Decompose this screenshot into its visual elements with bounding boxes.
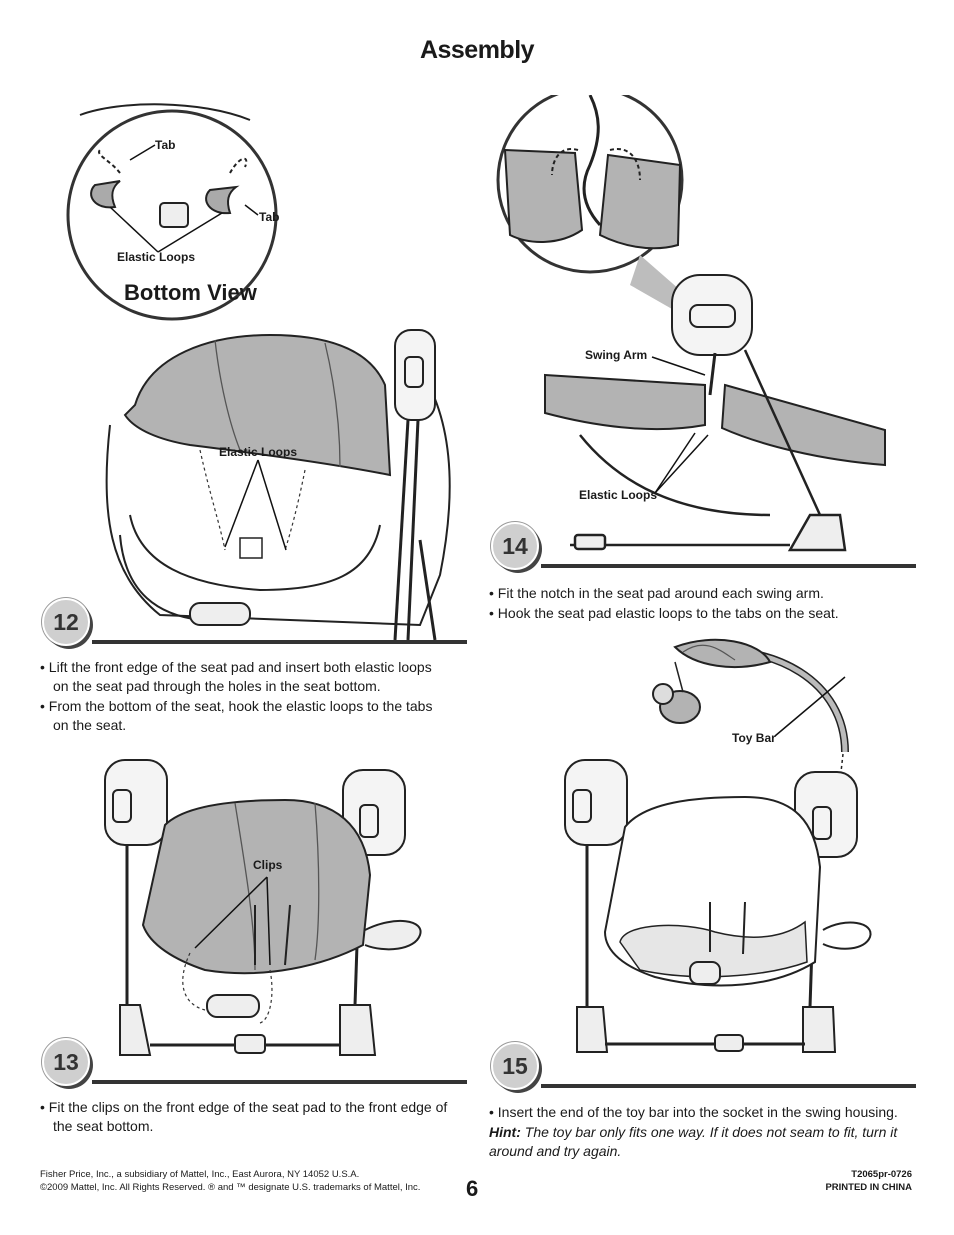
inset-title-bottom-view: Bottom View [124,280,257,305]
hint-text: The toy bar only fits one way. If it doe… [489,1124,898,1159]
step-14-rule [541,564,916,568]
label-tab-right: Tab [259,210,280,224]
figure-15-illustration [564,638,872,1053]
footer-copyright-line: ©2009 Mattel, Inc. All Rights Reserved. … [40,1182,421,1193]
figure-14-illustration [496,95,886,552]
step-number-14: 14 [491,522,539,570]
label-elastic-loops-inset: Elastic Loops [117,250,196,264]
step-14-bullet: Fit the notch in the seat pad around eac… [489,584,909,603]
label-swing-arm: Swing Arm [585,348,648,362]
footer-printed-in: PRINTED IN CHINA [825,1182,912,1193]
step-15-header: 15 [491,1042,916,1090]
step-number-12: 12 [42,598,90,646]
step-12-bullet: From the bottom of the seat, hook the el… [40,697,450,735]
footer-right: T2065pr-0726 PRINTED IN CHINA [825,1168,912,1194]
label-clips: Clips [253,858,283,872]
step-12-instructions: Lift the front edge of the seat pad and … [40,658,450,736]
step-number-15: 15 [491,1042,539,1090]
figure-12-illustration [66,103,451,641]
step-12-bullet: Lift the front edge of the seat pad and … [40,658,450,696]
step-13-header: 13 [42,1038,467,1086]
step-13-rule [92,1080,467,1084]
hint-label: Hint: [489,1124,521,1140]
step-15-hint: Hint: The toy bar only fits one way. If … [489,1123,914,1161]
footer-company-line: Fisher Price, Inc., a subsidiary of Matt… [40,1169,360,1180]
step-14-instructions: Fit the notch in the seat pad around eac… [489,584,909,624]
footer-left: Fisher Price, Inc., a subsidiary of Matt… [40,1168,420,1194]
label-tab-top: Tab [155,138,176,152]
step-13-instructions: Fit the clips on the front edge of the s… [40,1098,460,1137]
step-12-header: 12 [42,598,467,646]
step-13-bullet: Fit the clips on the front edge of the s… [40,1098,460,1136]
step-15-bullet: Insert the end of the toy bar into the s… [489,1103,914,1122]
page-number: 6 [466,1176,479,1201]
footer-part-number: T2065pr-0726 [851,1169,912,1180]
page-title: Assembly [419,36,535,64]
label-elastic-loops-14: Elastic Loops [579,488,658,502]
step-14-bullet: Hook the seat pad elastic loops to the t… [489,604,909,623]
step-14-header: 14 [491,522,916,570]
figure-13-illustration [104,759,422,1056]
step-15-instructions: Insert the end of the toy bar into the s… [489,1103,914,1123]
label-toy-bar: Toy Bar [732,731,776,745]
step-15-rule [541,1084,916,1088]
step-12-rule [92,640,467,644]
step-number-13: 13 [42,1038,90,1086]
label-elastic-loops-main: Elastic Loops [219,445,298,459]
